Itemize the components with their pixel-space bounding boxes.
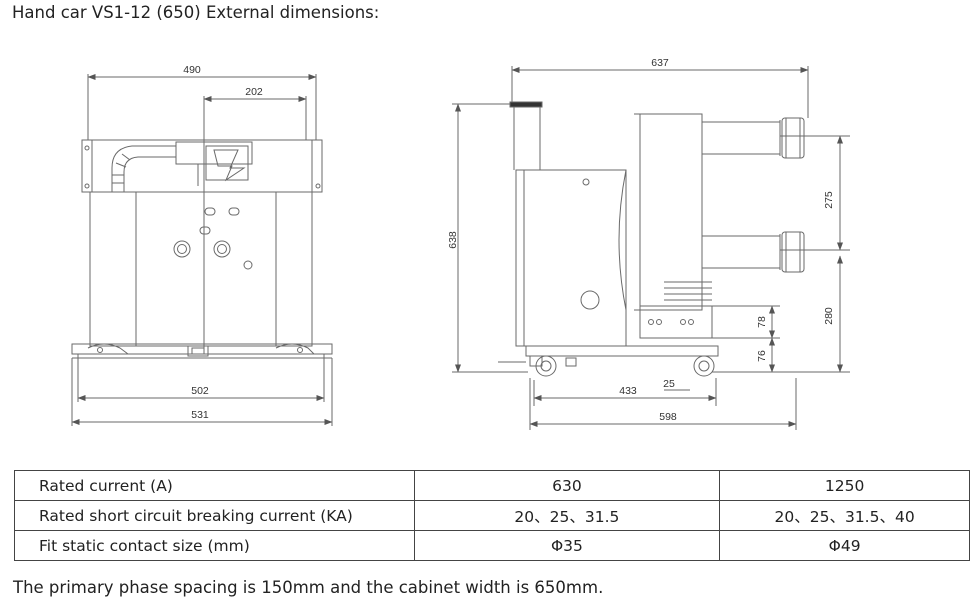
row-label: Rated current (A) bbox=[14, 470, 415, 501]
side-view bbox=[452, 66, 850, 430]
dim-side-433: 433 bbox=[619, 385, 637, 397]
row-label: Fit static contact size (mm) bbox=[14, 530, 415, 561]
value-1250-column: 20、25、31.5、40 bbox=[719, 500, 970, 531]
table-row: Fit static contact size (mm) Φ35 Φ49 bbox=[14, 530, 970, 561]
front-view bbox=[71, 74, 333, 426]
page-title: Hand car VS1-12 (650) External dimension… bbox=[12, 3, 380, 22]
dim-front-531: 531 bbox=[191, 409, 209, 421]
row-label: Rated short circuit breaking current (KA… bbox=[14, 500, 415, 531]
dimension-drawing: 490 202 502 531 bbox=[71, 57, 850, 430]
dim-front-502: 502 bbox=[191, 385, 209, 397]
dim-side-637: 637 bbox=[651, 57, 669, 69]
value-630-column: 630 bbox=[413, 470, 721, 501]
value-1250-column: Φ49 bbox=[719, 530, 970, 561]
dim-side-78: 78 bbox=[756, 316, 768, 328]
table-row: Rated short circuit breaking current (KA… bbox=[14, 500, 970, 531]
dim-side-76: 76 bbox=[756, 350, 768, 362]
specs-table: Rated current (A) 630 1250 Rated short c… bbox=[14, 470, 970, 561]
footnote: The primary phase spacing is 150mm and t… bbox=[13, 578, 604, 597]
dim-side-280: 280 bbox=[823, 307, 835, 325]
dim-side-25: 25 bbox=[663, 378, 675, 390]
dim-front-202: 202 bbox=[245, 86, 263, 98]
table-row: Rated current (A) 630 1250 bbox=[14, 470, 970, 501]
dim-side-598: 598 bbox=[659, 411, 677, 423]
dim-side-275: 275 bbox=[823, 191, 835, 209]
value-630-column: Φ35 bbox=[413, 530, 721, 561]
value-1250-column: 1250 bbox=[719, 470, 970, 501]
dim-side-638: 638 bbox=[447, 231, 459, 249]
dim-front-490: 490 bbox=[183, 64, 201, 76]
value-630-column: 20、25、31.5 bbox=[413, 500, 721, 531]
